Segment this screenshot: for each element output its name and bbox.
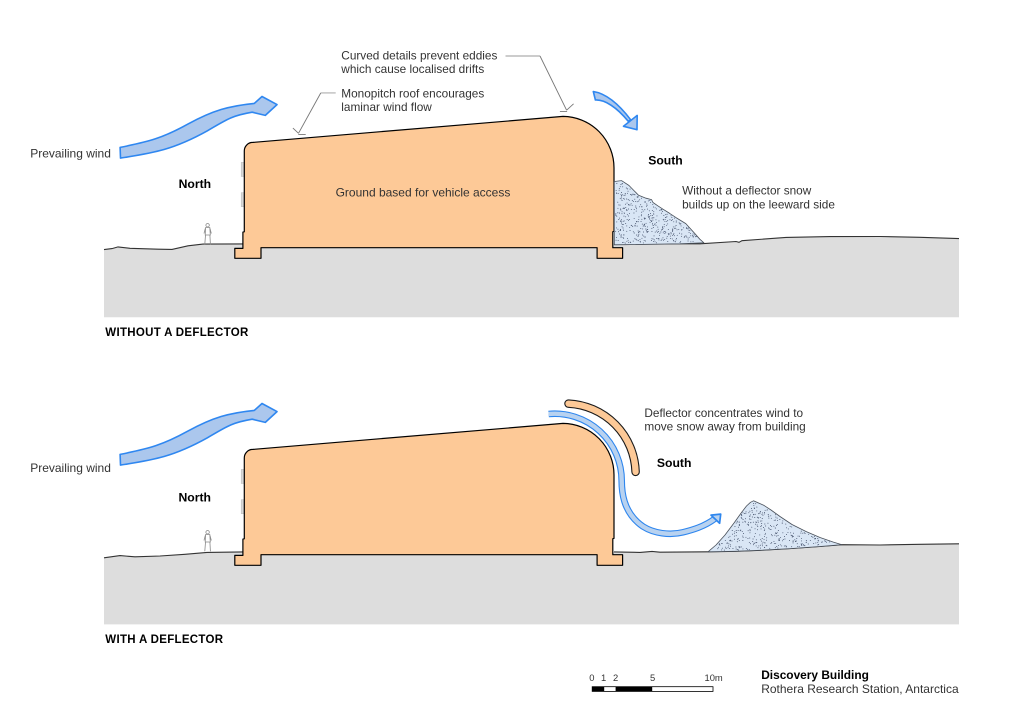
svg-text:WITH A DEFLECTOR: WITH A DEFLECTOR [105, 634, 223, 646]
svg-text:North: North [179, 491, 212, 505]
svg-text:Prevailing wind: Prevailing wind [30, 461, 111, 475]
svg-text:Deflector concentrates wind to: Deflector concentrates wind to [644, 406, 803, 420]
svg-text:Without a deflector snow: Without a deflector snow [682, 184, 812, 198]
svg-text:Monopitch roof encourages: Monopitch roof encourages [341, 87, 484, 101]
svg-text:2: 2 [613, 672, 618, 683]
svg-text:Ground based for vehicle acces: Ground based for vehicle access [336, 186, 511, 200]
svg-text:move snow away from building: move snow away from building [644, 419, 805, 433]
svg-text:10m: 10m [705, 672, 723, 683]
svg-text:WITHOUT A DEFLECTOR: WITHOUT A DEFLECTOR [105, 327, 249, 339]
svg-text:which cause localised drifts: which cause localised drifts [340, 62, 484, 76]
svg-text:Rothera Research Station, Anta: Rothera Research Station, Antarctica [761, 682, 959, 696]
svg-text:South: South [648, 154, 683, 168]
svg-text:Curved details prevent eddies: Curved details prevent eddies [341, 48, 497, 62]
svg-text:North: North [179, 177, 212, 191]
svg-text:Discovery Building: Discovery Building [761, 668, 869, 682]
svg-text:1: 1 [601, 672, 606, 683]
svg-text:5: 5 [650, 672, 655, 683]
svg-text:Prevailing wind: Prevailing wind [30, 146, 111, 160]
svg-text:laminar wind flow: laminar wind flow [341, 100, 432, 114]
svg-text:0: 0 [589, 672, 594, 683]
svg-text:South: South [657, 456, 692, 470]
svg-text:builds up on the leeward side: builds up on the leeward side [682, 197, 835, 211]
